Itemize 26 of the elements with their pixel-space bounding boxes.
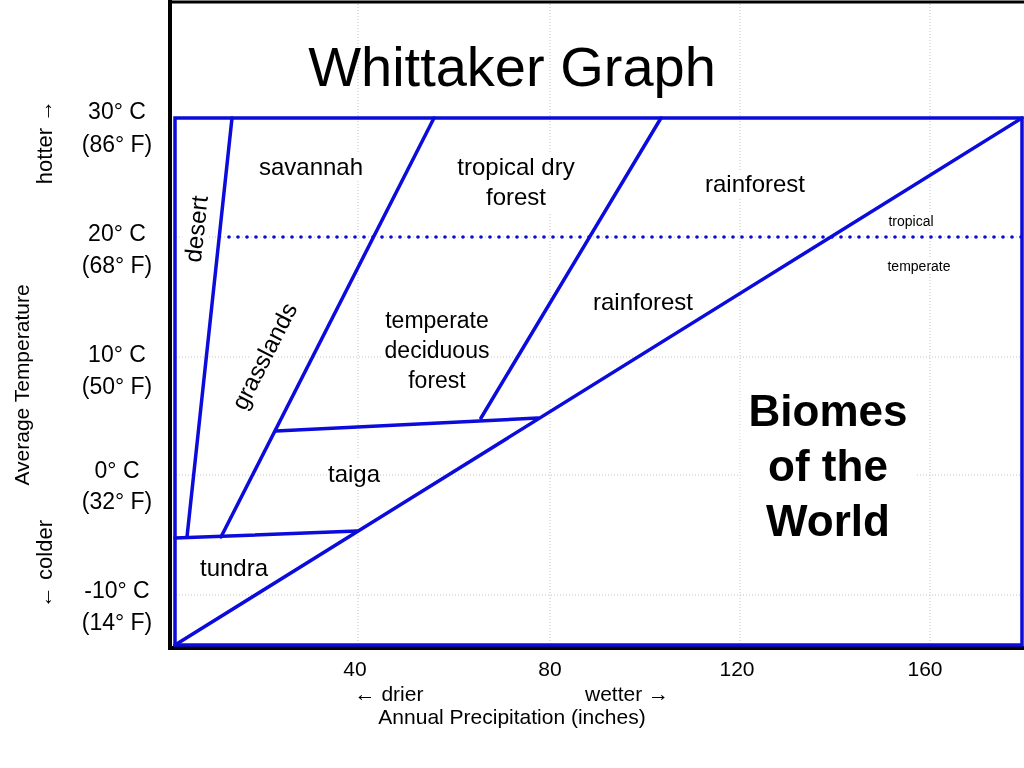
axis-tick-label: 0° C xyxy=(94,456,140,484)
axis-tick-label: 120 xyxy=(719,656,755,682)
zone-label: temperate xyxy=(887,257,951,275)
axis-tick-label: (14° F) xyxy=(81,608,153,636)
axis-tick-label: (50° F) xyxy=(81,372,153,400)
chart-title: Whittaker Graph xyxy=(308,34,716,100)
axis-tick-label: 30° C xyxy=(88,97,146,125)
axis-tick-label: 20° C xyxy=(88,219,146,247)
axis-tick-label: (86° F) xyxy=(81,130,153,158)
zone-label: tropical xyxy=(888,212,934,230)
axis-tick-label: 80 xyxy=(538,656,562,682)
axis-tick-label: (32° F) xyxy=(81,487,153,515)
axis-tick-label: 10° C xyxy=(88,340,146,368)
biome-label: taiga xyxy=(328,460,380,488)
axis-direction-label: hotter → xyxy=(32,99,58,185)
biome-label: rainforest xyxy=(705,170,805,198)
axis-tick-label: (68° F) xyxy=(81,251,153,279)
axis-tick-label: -10° C xyxy=(84,576,150,604)
axis-title: Annual Precipitation (inches) xyxy=(378,704,646,730)
biome-label: savannah xyxy=(258,153,364,181)
axis-tick-label: 160 xyxy=(907,656,943,682)
axis-title: Average Temperature xyxy=(9,284,34,486)
axis-direction-label: wetter → xyxy=(585,681,669,707)
axis-direction-label: ← colder xyxy=(32,520,58,608)
axis-direction-label: ← drier xyxy=(354,681,424,707)
axis-tick-label: 40 xyxy=(343,656,367,682)
